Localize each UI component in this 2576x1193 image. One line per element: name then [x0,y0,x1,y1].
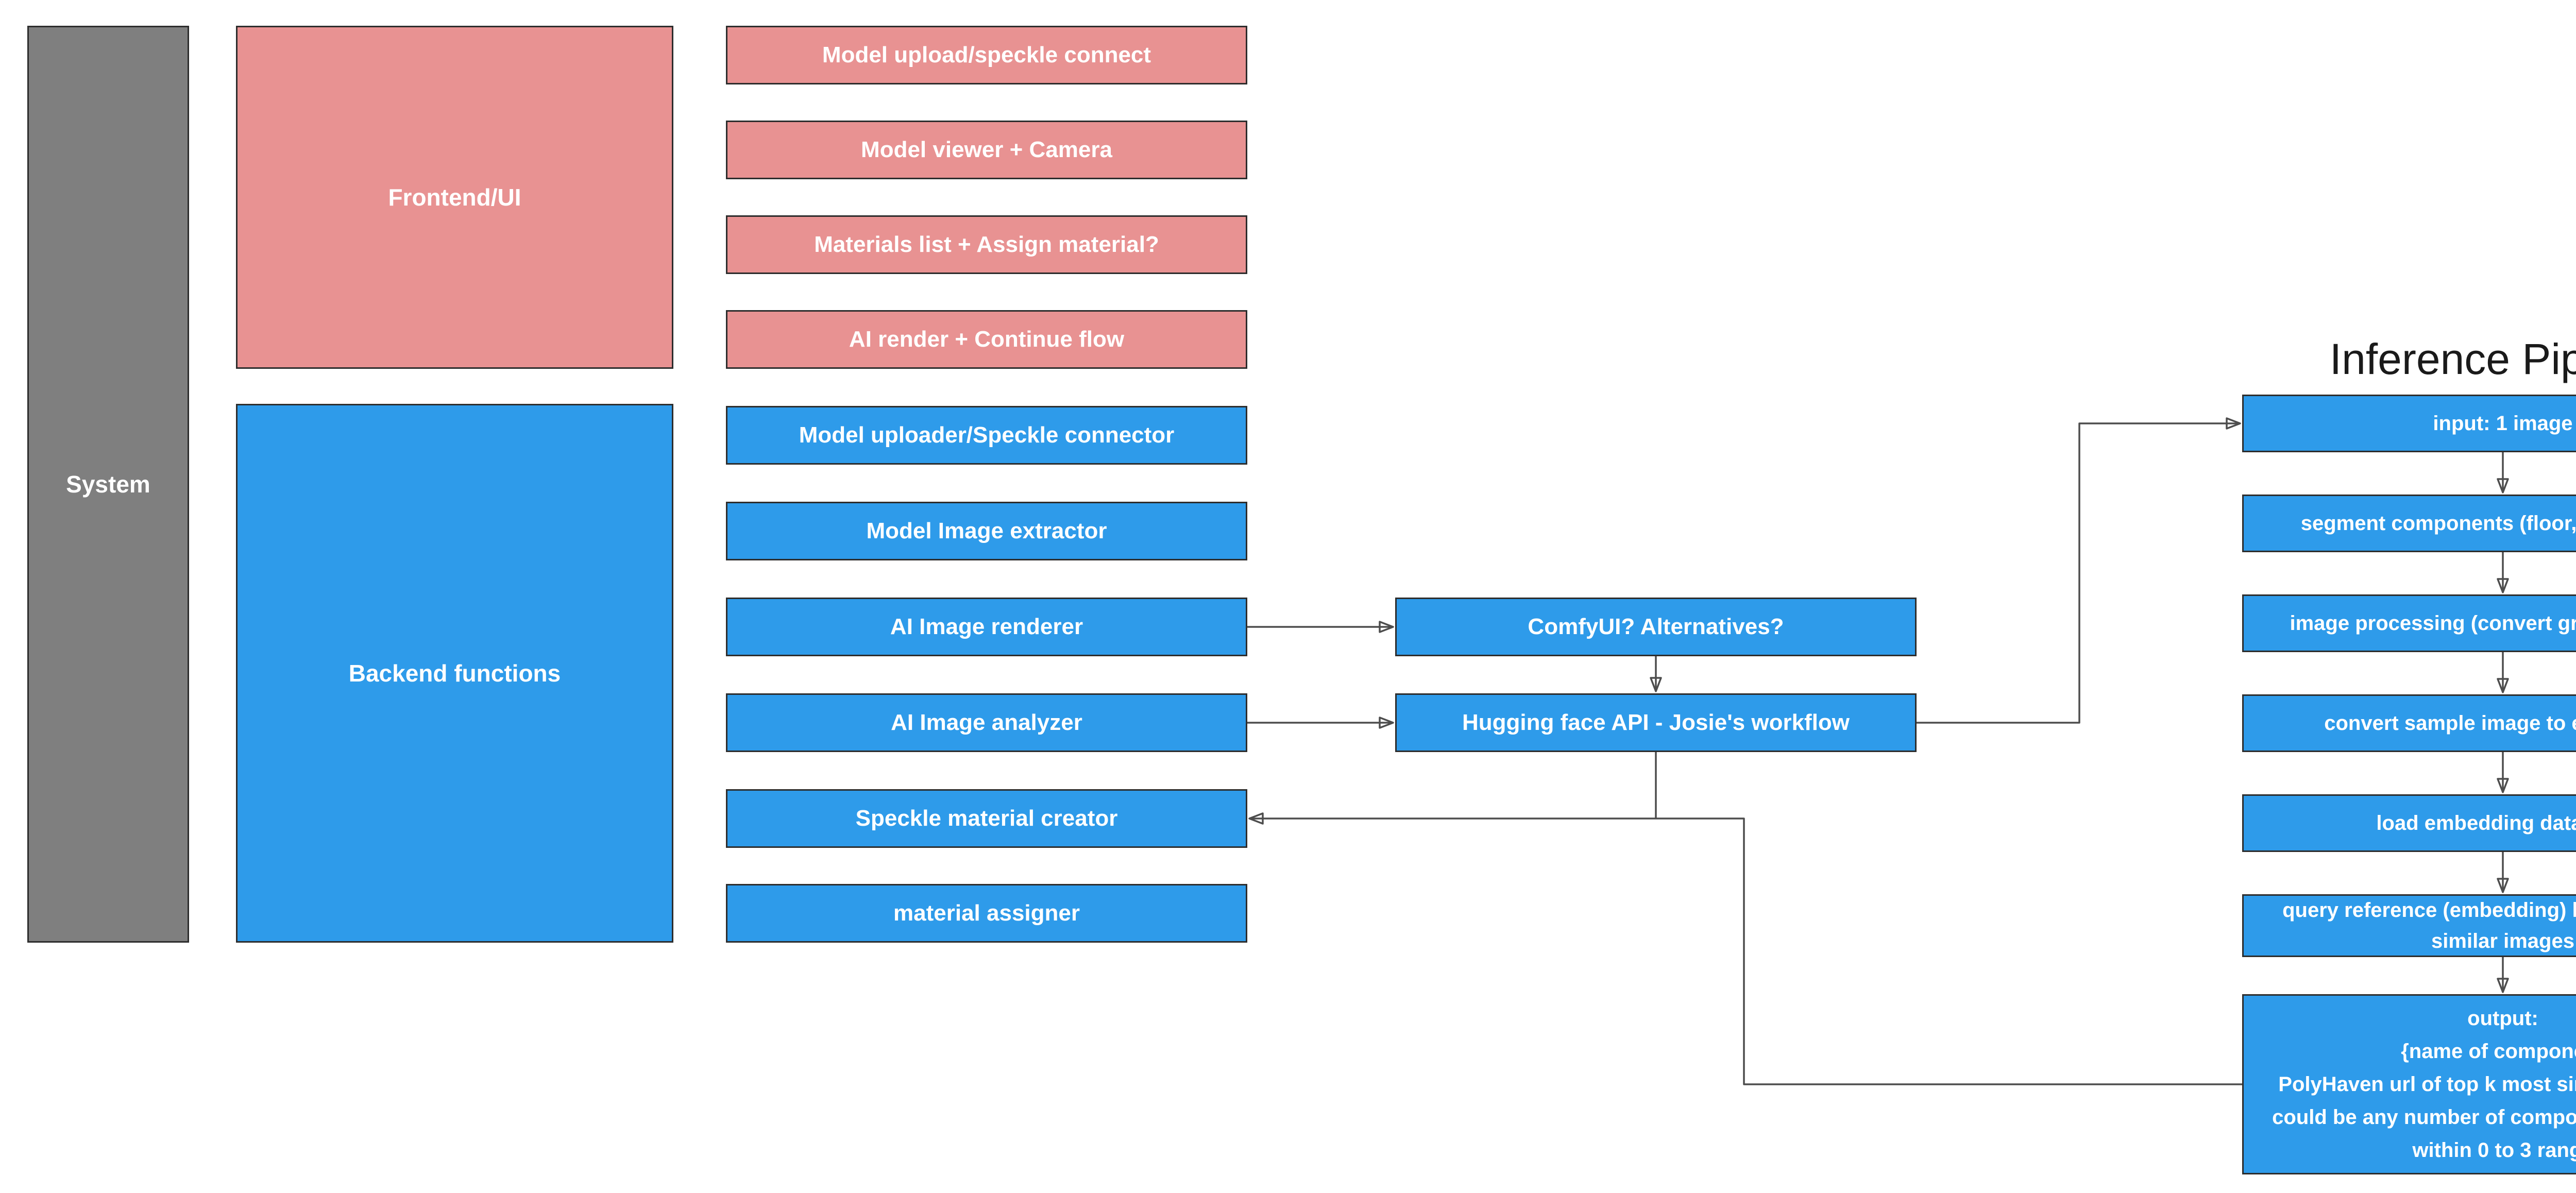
node-ai-render-continue-flow: AI render + Continue flow [726,310,1247,369]
node-model-uploader-speckle-connector: Model uploader/Speckle connector [726,406,1247,465]
inference-pipeline-title: Inference Pipeline [2329,335,2576,383]
node-output: output: {name of component PolyHaven url… [2242,994,2576,1174]
node-material-assigner: material assigner [726,884,1247,943]
system-container: System [27,26,189,943]
node-segment-components: segment components (floor, wall, ceiling… [2242,495,2576,552]
edge-output-to-speckle-creator [1248,812,2242,1085]
node-model-upload-speckle-connect: Model upload/speckle connect [726,26,1247,84]
node-speckle-material-creator: Speckle material creator [726,789,1247,848]
node-image-processing: image processing (convert grayscale, cro… [2242,594,2576,652]
node-model-image-extractor: Model Image extractor [726,502,1247,560]
edge-huggingface-to-input [1917,417,2241,724]
backend-container: Backend functions [236,404,673,943]
node-convert-sample-to-embedding: convert sample image to embedding [2242,694,2576,752]
node-materials-list-assign-material: Materials list + Assign material? [726,215,1247,274]
node-query-reference-library: query reference (embedding) library for … [2242,894,2576,957]
node-comfyui-alternatives: ComfyUI? Alternatives? [1395,598,1917,656]
node-huggingface-api-workflow: Hugging face API - Josie's workflow [1395,693,1917,752]
node-ai-image-analyzer: AI Image analyzer [726,693,1247,752]
frontend-container: Frontend/UI [236,26,673,369]
node-load-embedding-database: load embedding database [2242,794,2576,852]
node-input-1-image: input: 1 image [2242,395,2576,452]
node-ai-image-renderer: AI Image renderer [726,598,1247,656]
node-model-viewer-camera: Model viewer + Camera [726,121,1247,179]
